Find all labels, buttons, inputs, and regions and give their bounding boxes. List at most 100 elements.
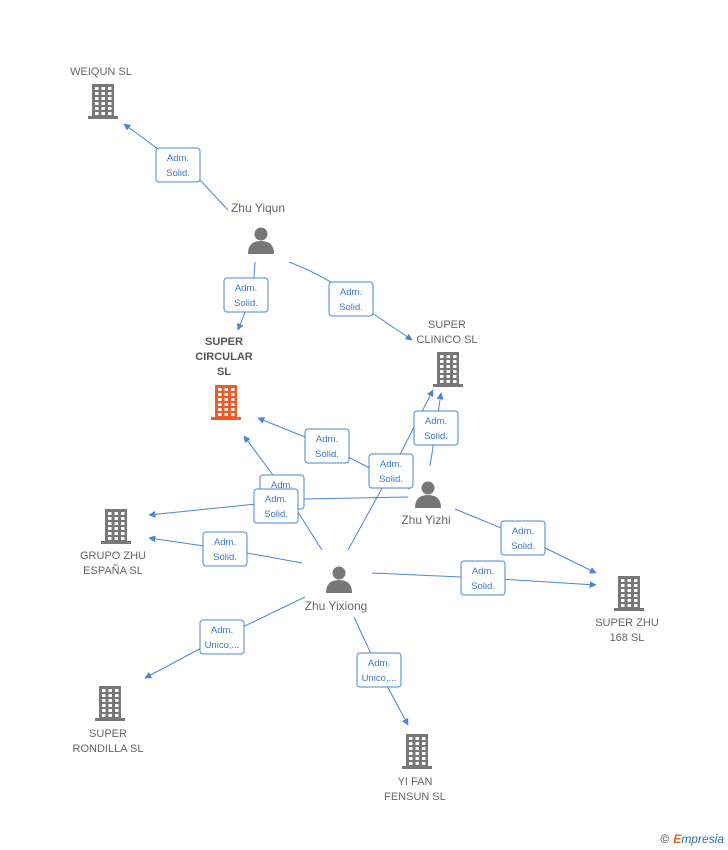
building-window [114,532,118,535]
node-label: GRUPO ZHU [80,550,146,562]
building-window [453,355,457,358]
building-window [224,403,228,406]
building-window [95,102,99,105]
building-window [409,762,413,765]
building-window [95,107,99,110]
node-zhu-yixiong[interactable]: Zhu Yixiong [305,566,368,614]
edge-label-line: Adm. [271,480,293,491]
edge-label-line: Adm. [214,537,236,548]
building-window [422,747,426,750]
node-label: Zhu Yizhi [401,513,450,527]
edge-label-line: Solid. [424,431,448,442]
person-icon [248,227,274,254]
building-window [621,594,625,597]
building-window [440,365,444,368]
edge-label-line: Adm. [512,526,534,537]
building-window [121,532,125,535]
building-window [218,403,222,406]
building-window [446,355,450,358]
building-window [446,370,450,373]
edge-label[interactable]: Adm.Solid. [368,453,414,489]
building-window [422,737,426,740]
edge-label[interactable]: Adm.Unico,... [356,652,402,688]
person-head [421,481,435,495]
building-icon [211,385,241,420]
building-window [95,87,99,90]
edge-label[interactable]: Adm.Unico,... [199,619,245,655]
building-window [415,762,419,765]
building-window [108,107,112,110]
building-window [231,398,235,401]
building-window [108,709,112,712]
building-window [121,512,125,515]
building-window [101,92,105,95]
building-window [218,398,222,401]
building-window [422,752,426,755]
building-window [415,757,419,760]
building-window [108,102,112,105]
edge-label-line: Solid. [511,541,535,552]
edge-label-line: Adm. [425,416,447,427]
edge-label[interactable]: Adm.Solid. [202,531,248,567]
building-window [446,380,450,383]
edge-label-box [356,652,402,688]
edge-label[interactable]: Adm.Solid. [328,281,374,317]
building-window [446,360,450,363]
edge-label-line: Adm. [235,283,257,294]
edge-label[interactable]: Adm. Solid. [413,410,459,446]
edge-label[interactable]: Adm.Solid. [253,488,299,524]
building-window [95,97,99,100]
node-label: SUPER ZHU [595,617,659,629]
building-window [453,365,457,368]
node-zhu-yizhi[interactable]: Zhu Yizhi [401,481,451,528]
building-window [114,522,118,525]
node-super-zhu-168[interactable]: SUPER ZHU 168 SL [595,576,659,644]
node-zhu-yiqun[interactable]: Zhu Yiqun [231,201,285,254]
edge-label-line: Adm. [472,566,494,577]
building-icon [402,734,432,769]
building-window [95,112,99,115]
edge-label-line: Adm. [380,459,402,470]
node-label: SUPER [428,319,466,331]
node-weiqun[interactable]: WEIQUN SL [70,66,132,119]
building-window [121,517,125,520]
building-window [231,408,235,411]
edge-label-line: Unico,... [205,640,240,651]
building-window [621,579,625,582]
node-label: 168 SL [610,632,645,644]
building-window [102,714,106,717]
node-label: RONDILLA SL [73,743,144,755]
building-window [218,413,222,416]
building-window [95,92,99,95]
building-window [121,537,125,540]
building-window [446,365,450,368]
building-window [422,742,426,745]
edge-label-box [500,520,546,556]
node-label: ESPAÑA SL [83,564,143,577]
building-window [634,594,638,597]
edge-label-line: Adm. [368,658,390,669]
building-window [101,87,105,90]
building-window [224,413,228,416]
edge-label[interactable]: Adm.Solid. [460,560,506,596]
edge-label[interactable]: Adm.Solid. [155,147,201,183]
node-grupo-zhu[interactable]: GRUPO ZHU ESPAÑA SL [80,509,146,577]
building-window [627,579,631,582]
edge-label-box [253,488,299,524]
edge-label[interactable]: Adm. Solid. [500,520,546,556]
edge-label-line: Solid. [315,449,339,460]
building-window [415,752,419,755]
building-window [634,589,638,592]
building-window [415,742,419,745]
edge-label-box [460,560,506,596]
edge-label[interactable]: Adm.Solid. [223,277,269,313]
person-body [326,580,352,593]
edge-label[interactable]: Adm.Solid. [304,428,350,464]
node-label: Zhu Yixiong [305,599,368,613]
building-window [634,604,638,607]
